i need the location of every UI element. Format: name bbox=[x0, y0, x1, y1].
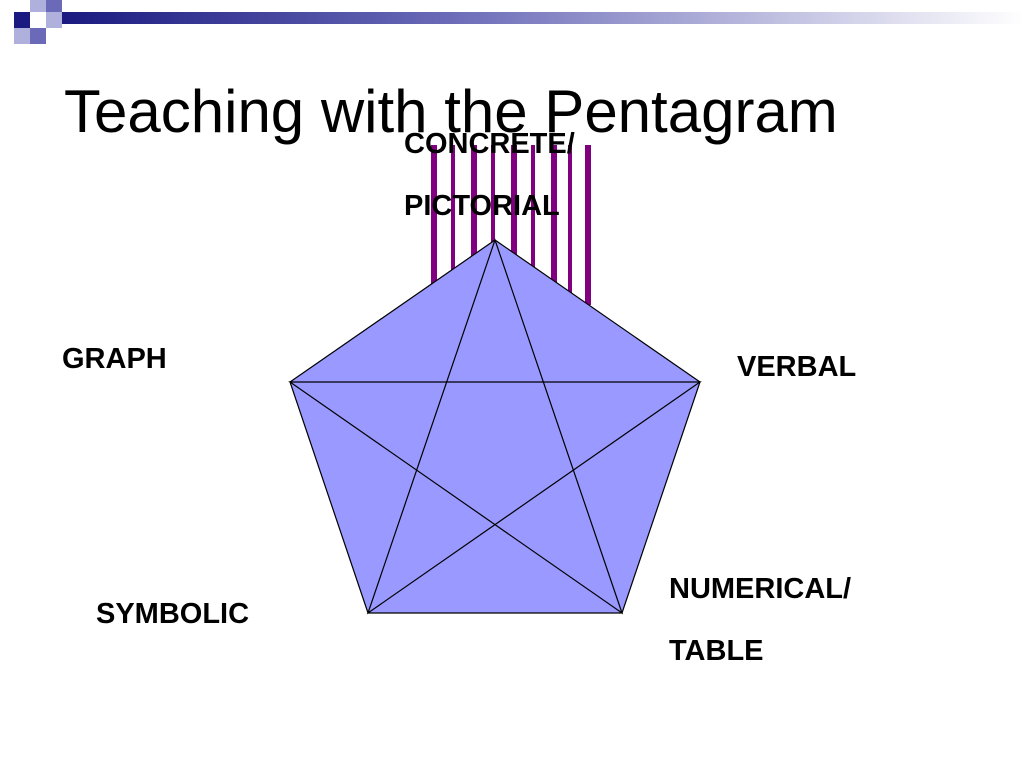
stripe-bar bbox=[531, 145, 535, 305]
header-gradient-bar bbox=[62, 12, 1024, 24]
label-line: PICTORIAL bbox=[404, 190, 560, 222]
label-line: CONCRETE/ bbox=[404, 128, 575, 160]
label-verbal: VERBAL bbox=[737, 351, 857, 383]
label-concrete-pictorial: CONCRETE/ PICTORIAL bbox=[404, 113, 575, 237]
pentagram-diagram bbox=[288, 238, 702, 615]
stripe-bar bbox=[471, 145, 477, 305]
stripe-bar bbox=[491, 145, 495, 305]
pentagon-shape bbox=[289, 239, 701, 614]
header-square-mid bbox=[46, 0, 62, 12]
pentagram-star bbox=[288, 238, 702, 615]
header-square-light bbox=[46, 12, 62, 28]
label-symbolic: SYMBOLIC bbox=[96, 598, 250, 630]
stripe-decoration bbox=[431, 145, 591, 305]
stripe-bar bbox=[551, 145, 557, 305]
header-decoration bbox=[14, 0, 1024, 44]
label-line: TABLE bbox=[669, 635, 764, 667]
label-numerical-table: NUMERICAL/ TABLE bbox=[669, 558, 851, 682]
page-title: Teaching with the Pentagram bbox=[64, 78, 838, 145]
label-line: NUMERICAL/ bbox=[669, 573, 852, 605]
label-graph: GRAPH bbox=[62, 343, 167, 375]
stripe-bar bbox=[431, 145, 437, 305]
header-square-light bbox=[14, 28, 30, 44]
stripe-bar bbox=[585, 145, 591, 305]
stripe-bar bbox=[568, 145, 572, 305]
stripe-bar bbox=[511, 145, 517, 305]
header-square-light bbox=[30, 0, 46, 12]
header-square-dark bbox=[14, 12, 30, 28]
header-square-mid bbox=[30, 28, 46, 44]
stripe-bar bbox=[451, 145, 455, 305]
